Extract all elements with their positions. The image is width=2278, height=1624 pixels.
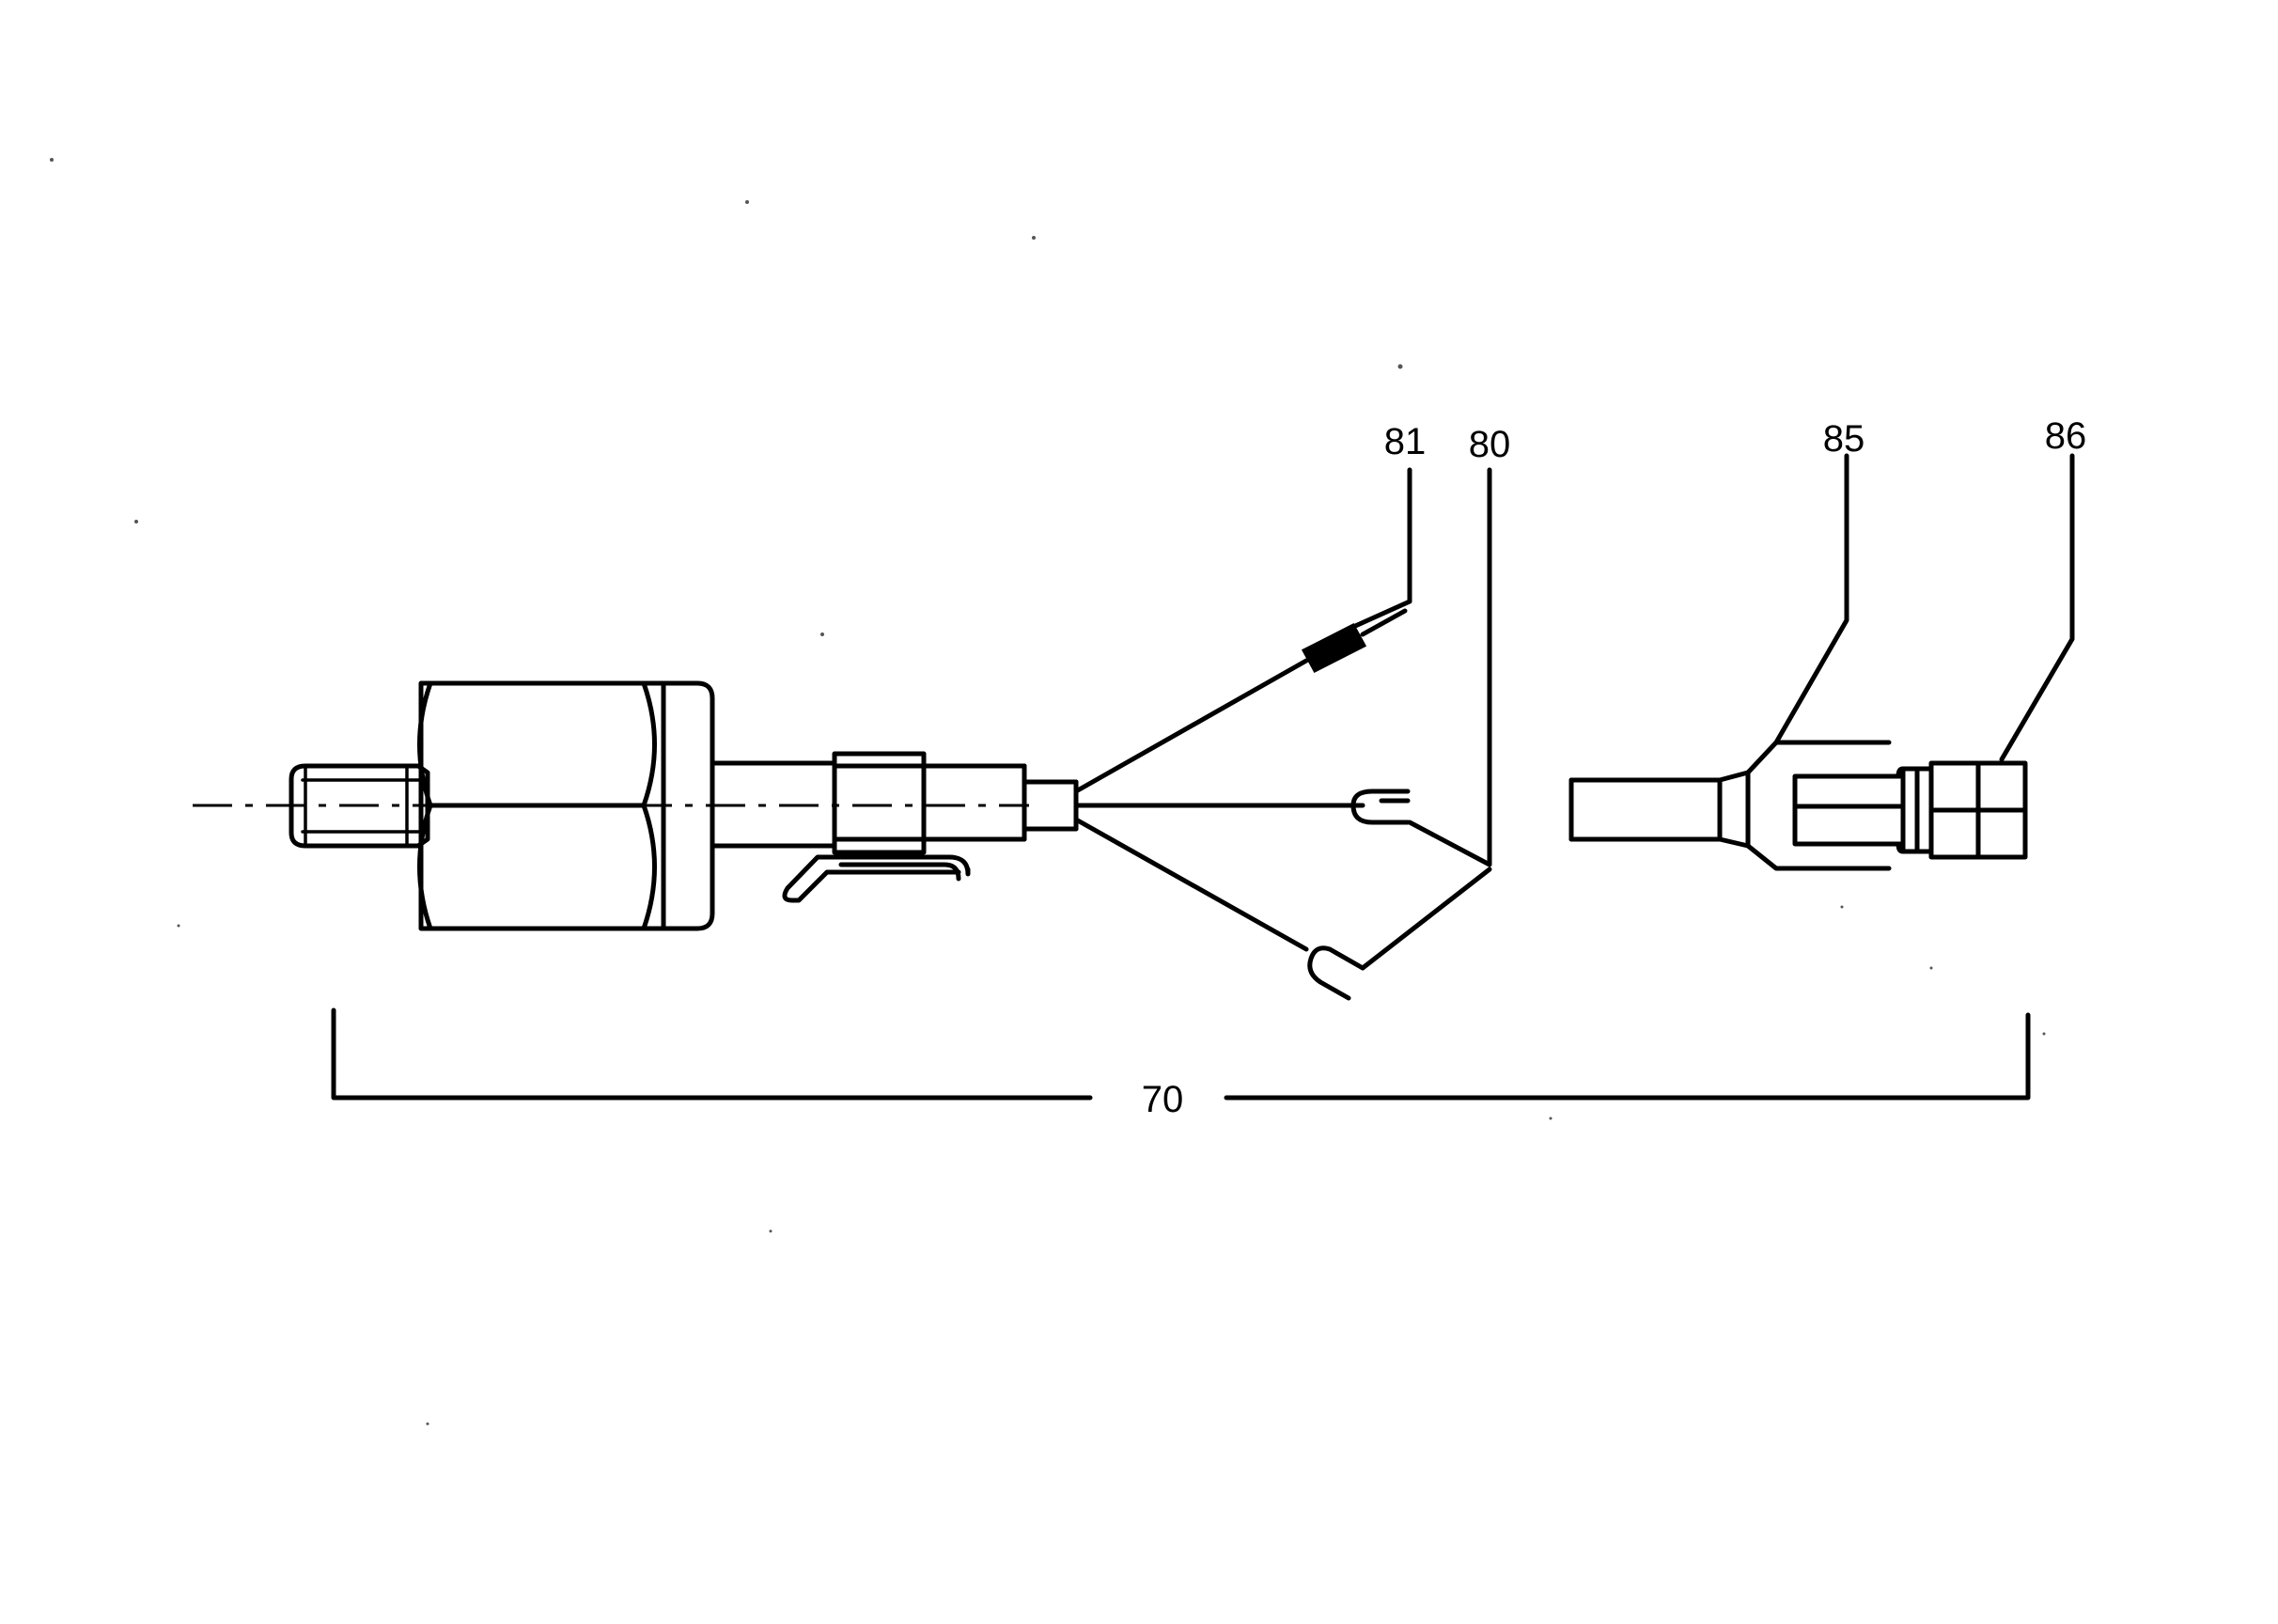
leader-lines — [1350, 453, 2075, 971]
lead-wires — [1073, 658, 1365, 952]
label-70: 70 — [1142, 1079, 1184, 1120]
label-80: 80 — [1469, 424, 1511, 465]
threaded-stub — [289, 763, 430, 849]
label-86: 86 — [2045, 415, 2087, 457]
terminal-block — [1022, 779, 1079, 832]
scan-specks — [50, 158, 2046, 1426]
label-85: 85 — [1823, 418, 1865, 460]
leader-85 — [1773, 453, 1849, 745]
fork-terminal-middle — [1350, 789, 1411, 825]
assembly-bracket — [331, 1007, 2031, 1101]
bent-wire — [782, 854, 971, 903]
hex-nut-body — [417, 680, 715, 931]
leader-80-upper — [1407, 467, 1492, 867]
plug-connector — [1568, 740, 1892, 871]
leader-81 — [1350, 467, 1412, 630]
leader-80-lower — [1360, 867, 1492, 971]
wire-sleeve — [1301, 608, 1408, 673]
leader-86 — [1999, 453, 2075, 762]
receptacle-connector — [1792, 760, 2028, 860]
label-81: 81 — [1384, 421, 1427, 462]
shaft — [710, 760, 837, 849]
clamp-sleeve — [832, 751, 1027, 855]
fork-terminal-lower — [1307, 945, 1365, 1001]
